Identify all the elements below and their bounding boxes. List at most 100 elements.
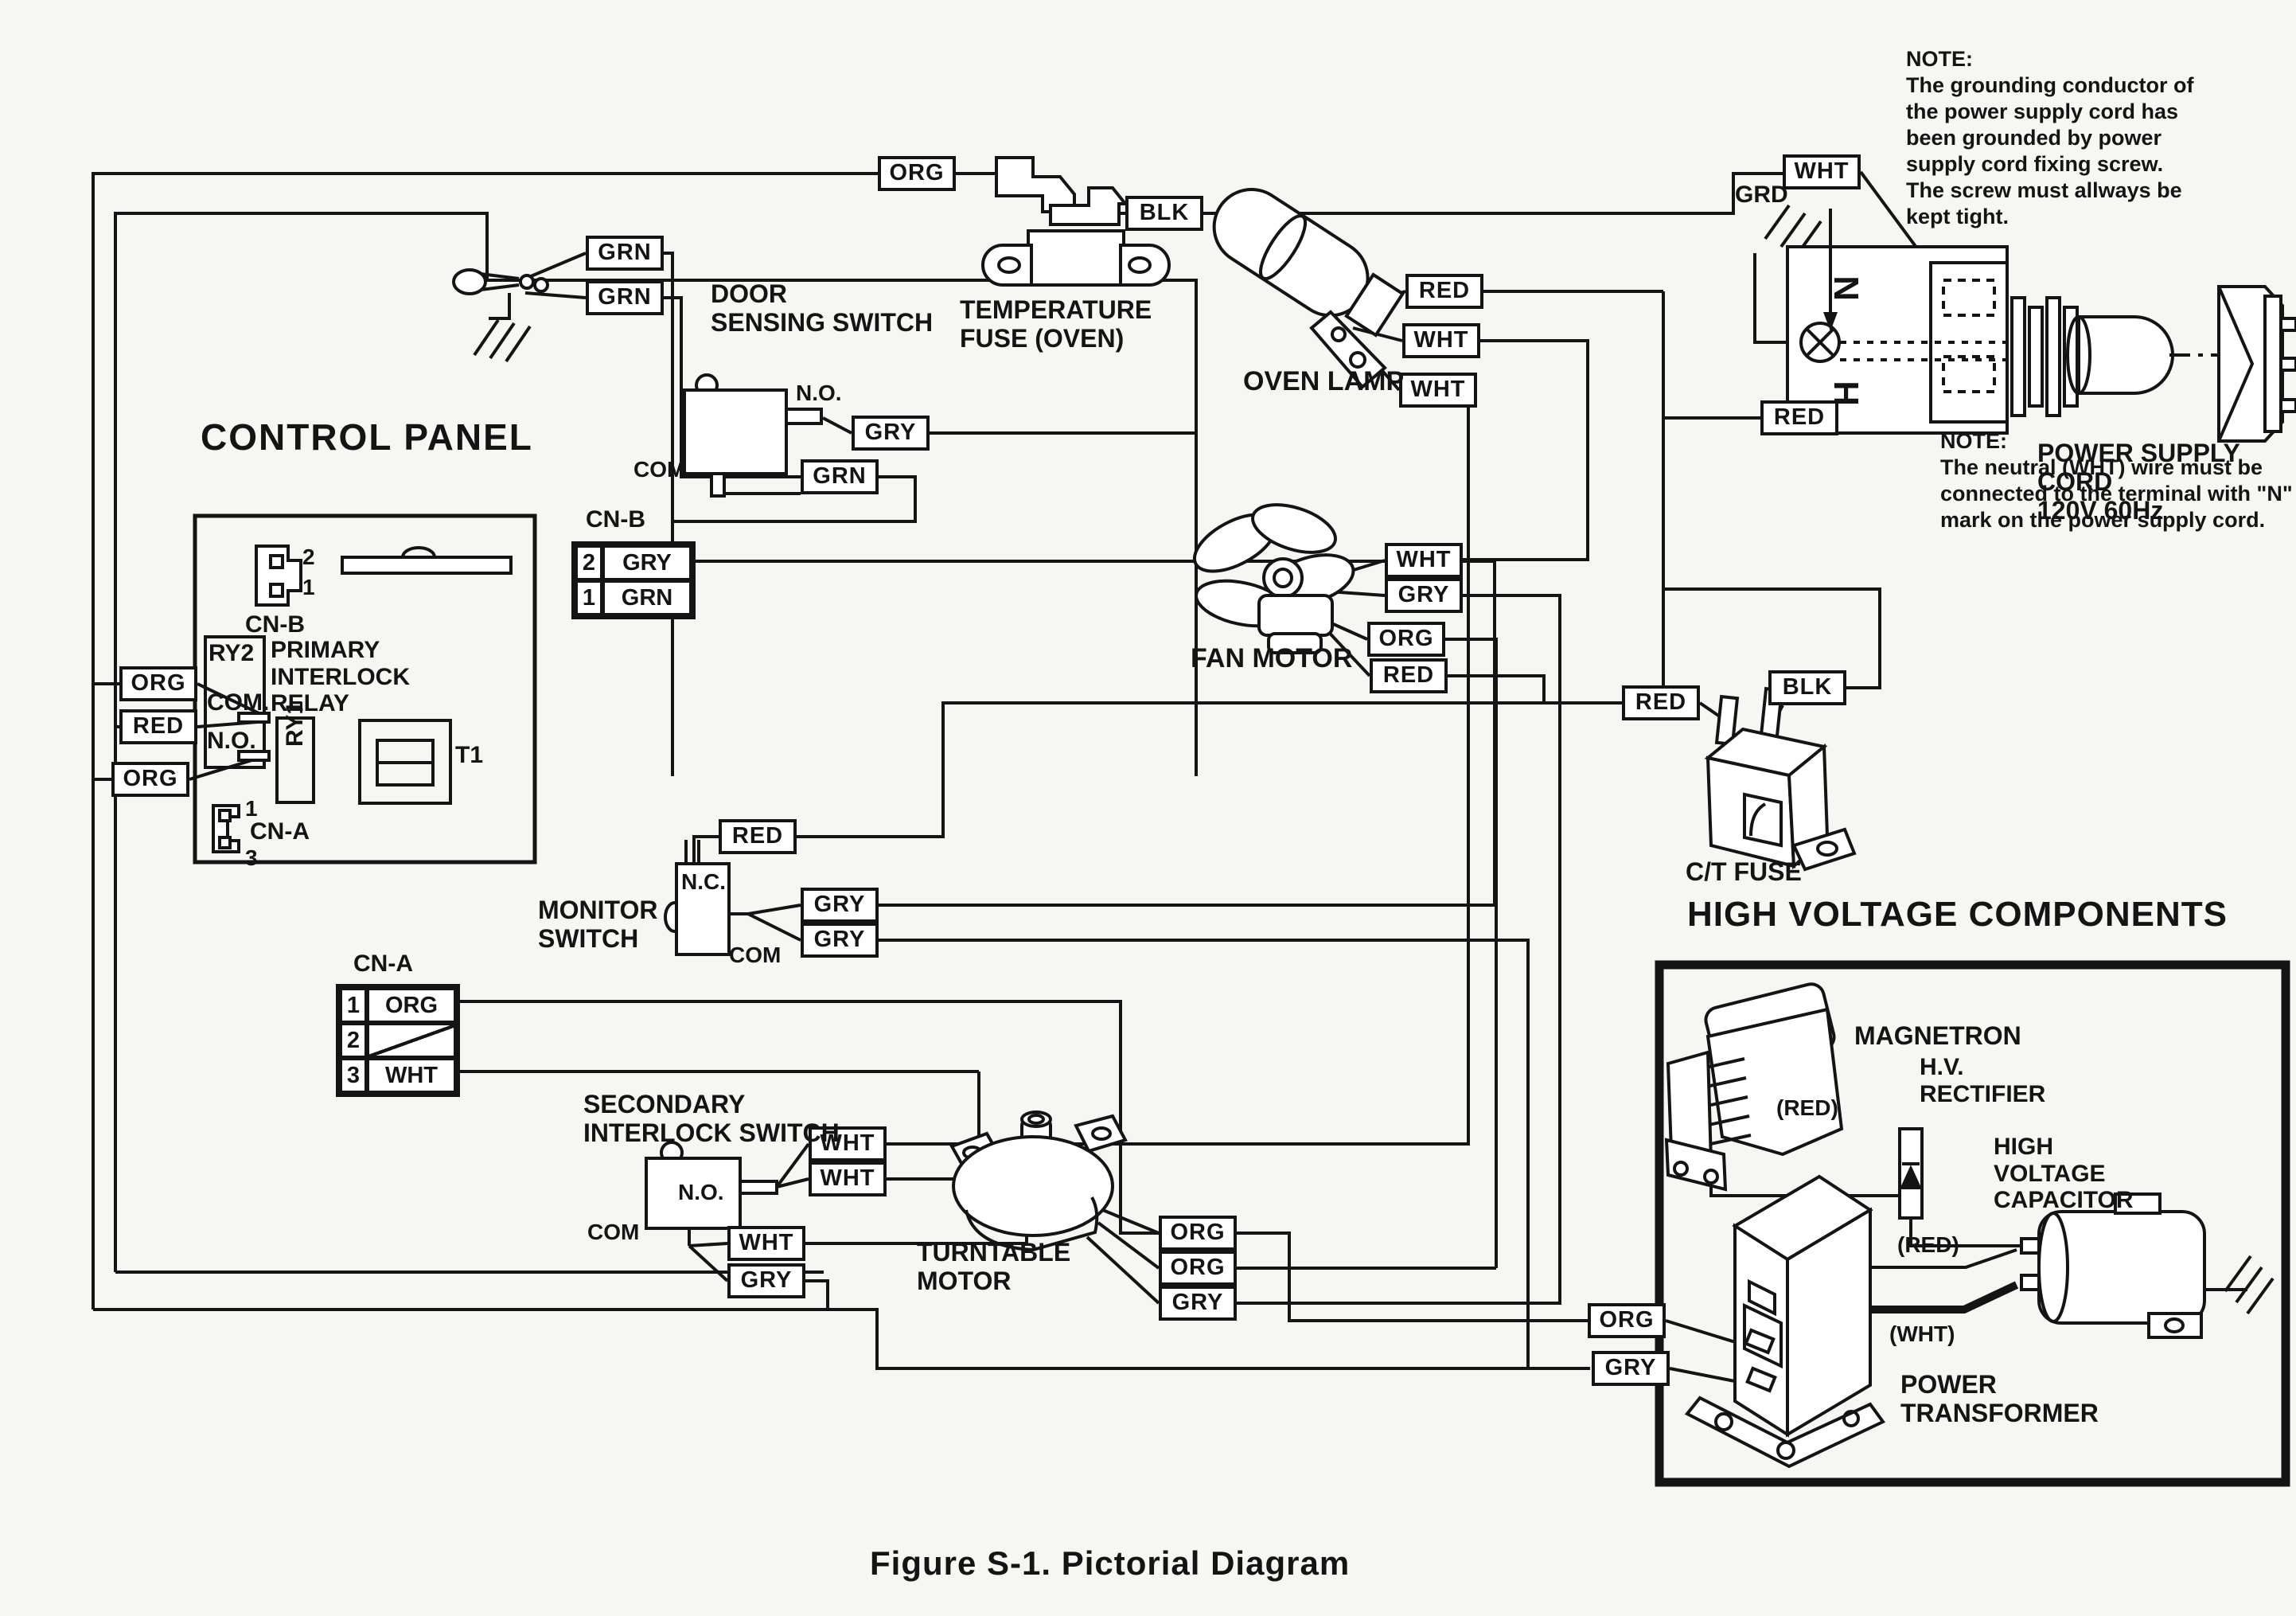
wire-label-gry-31: GRY: [1592, 1351, 1670, 1386]
cn-a-pin-bottom: 3: [245, 845, 258, 870]
hv-capacitor-label: HIGH VOLTAGE CAPACITOR: [1994, 1134, 2134, 1214]
fan-motor-label: FAN MOTOR: [1191, 643, 1353, 673]
hv-wire-red-magnetron: (RED): [1776, 1095, 1838, 1120]
power-supply-cord-label: POWER SUPPLY CORD 120V 60Hz: [2037, 439, 2240, 525]
cn-a-pin-top: 1: [245, 796, 258, 821]
fan-motor-icon: [1192, 503, 1355, 654]
hv-rectifier-icon: [1898, 1127, 1924, 1220]
wire-label-org-6: ORG: [119, 666, 197, 701]
door-ground-screw-icon: [452, 268, 549, 363]
wire-label-blk-1: BLK: [1125, 196, 1203, 231]
ry2-com-label: COM.: [207, 689, 270, 716]
wire-label-org-8: ORG: [111, 762, 189, 797]
wire-label-blk-19: BLK: [1768, 670, 1846, 705]
wire-label-gry-4: GRY: [852, 416, 930, 451]
monitor-switch-com-label: COM: [729, 943, 782, 967]
cn-a-row-pin: 2: [340, 1023, 367, 1058]
secondary-interlock-switch-label: SECONDARY INTERLOCK SWITCH: [583, 1090, 840, 1147]
ry1-label: RY1: [282, 701, 308, 747]
temperature-fuse-icon: [981, 156, 1171, 287]
wire-label-wht-23: WHT: [809, 1126, 887, 1161]
cn-b-row-wire: GRN: [602, 580, 692, 615]
monitor-switch-nc-label: N.C.: [681, 869, 726, 894]
turntable-motor-label: TURNTABLE MOTOR: [917, 1238, 1071, 1295]
wire-label-red-15: RED: [1370, 658, 1448, 693]
oven-lamp-icon: [1212, 188, 1405, 389]
cn-a-row-wire: ORG: [367, 988, 456, 1023]
wire-label-grn-2: GRN: [586, 236, 664, 271]
oven-lamp-label: OVEN LAMP: [1243, 366, 1405, 396]
secondary-interlock-switch-icon: [645, 1141, 778, 1230]
cn-a-row-pin: 1: [340, 988, 367, 1023]
wire-label-red-7: RED: [119, 709, 197, 744]
secondary-interlock-com-label: COM: [587, 1220, 640, 1244]
cn-b-block-title: CN-B: [586, 506, 645, 533]
terminal-h-mark: H: [1827, 381, 1866, 406]
ry2-label: RY2: [209, 640, 255, 666]
wire-label-wht-25: WHT: [727, 1226, 805, 1261]
wire-label-org-0: ORG: [878, 156, 956, 191]
ry2-no-label: N.O.: [207, 728, 256, 754]
temperature-fuse-label: TEMPERATURE FUSE (OVEN): [960, 295, 1152, 353]
cn-b-row-pin: 1: [575, 580, 602, 615]
terminal-n-mark: N: [1827, 275, 1866, 301]
cn-a-block-title: CN-A: [353, 950, 413, 977]
wire-label-wht-10: WHT: [1402, 323, 1480, 358]
cn-a-row-wire: WHT: [367, 1058, 456, 1093]
cn-b-pin-top: 2: [302, 545, 315, 569]
cn-a-row-wire-empty: [367, 1023, 456, 1058]
wire-label-org-27: ORG: [1159, 1216, 1237, 1251]
hv-wire-wht-capacitor: (WHT): [1889, 1321, 1955, 1346]
wire-label-gry-29: GRY: [1159, 1286, 1237, 1321]
cn-a-connector-label: CN-A: [250, 818, 310, 845]
wire-label-wht-11: WHT: [1399, 373, 1477, 408]
note-neutral: NOTE: The neutral (WHT) wire must be con…: [1940, 429, 2293, 532]
wire-label-red-20: RED: [719, 819, 797, 854]
wire-label-gry-21: GRY: [801, 888, 879, 923]
door-switch-no-label: N.O.: [796, 381, 842, 405]
ct-fuse-icon: [1704, 686, 1857, 872]
cn-a-row-pin: 3: [340, 1058, 367, 1093]
wire-label-gry-26: GRY: [727, 1263, 805, 1298]
control-panel-title: CONTROL PANEL: [201, 416, 533, 458]
wire-label-gry-22: GRY: [801, 923, 879, 958]
cn-b-row-wire: GRY: [602, 545, 692, 580]
power-transformer-icon: [1684, 1174, 1886, 1469]
wire-label-org-28: ORG: [1159, 1251, 1237, 1286]
magnetron-icon: [1664, 982, 1844, 1192]
primary-interlock-relay-label: PRIMARY INTERLOCK RELAY: [271, 637, 410, 717]
wire-label-wht-12: WHT: [1385, 543, 1463, 578]
grd-label: GRD: [1735, 182, 1788, 208]
wire-label-wht-24: WHT: [809, 1161, 887, 1196]
figure-caption: Figure S-1. Pictorial Diagram: [870, 1544, 1351, 1582]
door-sensing-switch-label: DOOR SENSING SWITCH: [711, 279, 934, 337]
wires: [92, 170, 1973, 1387]
door-switch-com-label: COM: [633, 457, 686, 482]
wire-label-red-18: RED: [1622, 685, 1700, 720]
high-voltage-box: [1655, 960, 2290, 1487]
hv-capacitor-icon: [2020, 1192, 2206, 1339]
wire-label-red-9: RED: [1405, 274, 1483, 309]
turntable-motor-icon: [949, 1111, 1128, 1252]
wire-label-org-14: ORG: [1367, 622, 1445, 657]
cn-b-connector-label: CN-B: [245, 611, 305, 638]
wire-label-red-17: RED: [1760, 400, 1838, 435]
cn-a-block: 1 ORG 2 3 WHT: [336, 984, 460, 1097]
cn-b-block: 2 GRY 1 GRN: [571, 541, 696, 619]
magnetron-label: MAGNETRON: [1854, 1021, 2021, 1050]
monitor-switch-icon: [664, 840, 731, 956]
hv-wire-red-capacitor: (RED): [1897, 1232, 1959, 1257]
wire-label-gry-13: GRY: [1385, 578, 1463, 613]
door-sensing-switch-icon: [683, 373, 823, 498]
ct-fuse-label: C/T FUSE: [1686, 857, 1802, 886]
high-voltage-title: HIGH VOLTAGE COMPONENTS: [1687, 895, 2228, 934]
hv-rectifier-label: H.V. RECTIFIER: [1920, 1054, 2046, 1107]
wire-label-grn-3: GRN: [586, 280, 664, 315]
wire-label-org-30: ORG: [1588, 1303, 1666, 1338]
secondary-interlock-no-label: N.O.: [678, 1180, 724, 1204]
cn-b-pin-bottom: 1: [302, 575, 315, 599]
note-grounding: NOTE: The grounding conductor of the pow…: [1906, 47, 2194, 228]
wire-label-grn-5: GRN: [801, 459, 879, 494]
